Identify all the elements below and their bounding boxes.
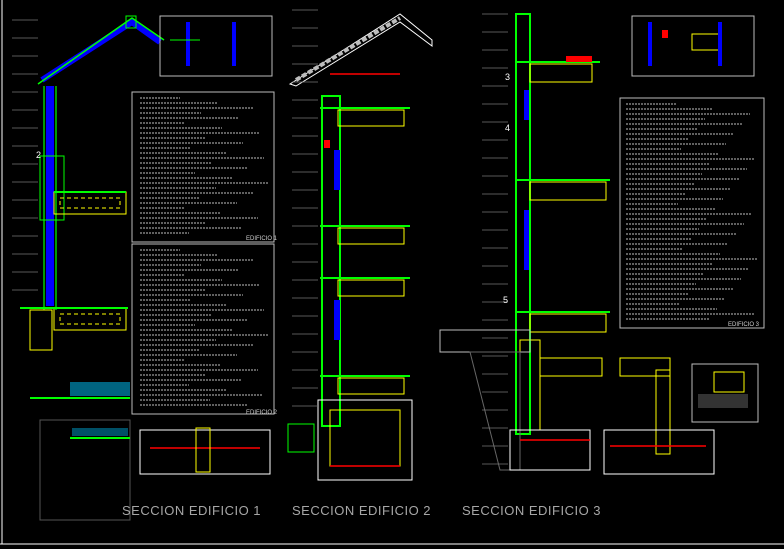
slab-2d [337, 377, 405, 395]
legend-label-edificio-3: EDIFICIO 3 [728, 322, 760, 328]
foundation-3b [603, 429, 715, 475]
slab-2c [337, 279, 405, 297]
section-edificio-1 [20, 15, 271, 521]
notes-box-3 [619, 97, 765, 329]
ground-hatch-3 [469, 351, 521, 471]
slab-1b-fill [59, 313, 121, 325]
roof-slope-1 [40, 18, 162, 83]
notes-lines-1 [140, 97, 269, 406]
facade-wall-1 [46, 86, 54, 306]
slab-3e [619, 357, 671, 377]
section-marker-5: 5 [503, 295, 509, 305]
floor-cyan-1 [72, 428, 128, 436]
facade-glazing-3b [524, 210, 529, 270]
slab-2a [337, 109, 405, 127]
legend-label-edificio-2: EDIFICIO 2 [246, 410, 278, 416]
roof-edge-1 [37, 17, 165, 85]
notes-box-1 [131, 91, 275, 243]
detail-box-3b-hatch [698, 394, 748, 408]
section-edificio-3 [439, 13, 715, 475]
detail-box-1 [159, 15, 273, 77]
slab-2b [337, 227, 405, 245]
slab-3a [529, 63, 593, 83]
ground-slab-1 [29, 309, 53, 351]
detail-box-3-yellow [691, 33, 721, 51]
section-title-edificio-3: SECCION EDIFICIO 3 [462, 503, 602, 518]
notes-lines-3 [626, 103, 757, 320]
facade-glazing-2b [334, 300, 340, 340]
notes-box-1b [131, 243, 275, 415]
slab-1a-fill [59, 197, 121, 209]
foundation-3a [509, 429, 591, 471]
red-detail-3 [566, 56, 592, 62]
section-marker-2: 2 [36, 150, 42, 160]
slab-3c [529, 313, 607, 333]
slab-3b [529, 181, 607, 201]
foundation-1 [139, 429, 271, 475]
slab-1b [53, 307, 127, 331]
facade-glazing-2a [334, 150, 340, 190]
ground-hatch-1 [39, 419, 131, 521]
roof-tiles-2 [294, 16, 402, 82]
red-detail-2 [324, 140, 330, 148]
detail-box-3b-yellow [713, 371, 745, 393]
facade-wall-2 [321, 95, 341, 427]
section-edificio-2 [287, 13, 433, 481]
detail-box-3b [691, 363, 759, 423]
dimension-ticks [12, 9, 508, 465]
slab-1a [53, 191, 127, 215]
legend-label-edificio-1: EDIFICIO 1 [246, 236, 278, 242]
basement-slab-1 [70, 382, 130, 396]
roof-ridge-1 [125, 15, 137, 29]
detail-box-3 [631, 15, 755, 77]
detail-box-3-red [662, 30, 668, 38]
facade-wall-3 [515, 13, 531, 435]
footing-column-1 [195, 427, 211, 473]
facade-glazing-3a [524, 90, 529, 120]
window-frame-1 [39, 155, 65, 221]
section-title-edificio-1: SECCION EDIFICIO 1 [122, 503, 262, 518]
section-marker-3: 3 [505, 72, 511, 82]
stair-2 [287, 423, 315, 453]
section-title-edificio-2: SECCION EDIFICIO 2 [292, 503, 432, 518]
foundation-2 [317, 399, 413, 481]
roof-slope-2 [288, 13, 433, 87]
slab-3d [539, 357, 603, 377]
section-marker-4: 4 [505, 123, 511, 133]
column-3 [655, 369, 671, 455]
